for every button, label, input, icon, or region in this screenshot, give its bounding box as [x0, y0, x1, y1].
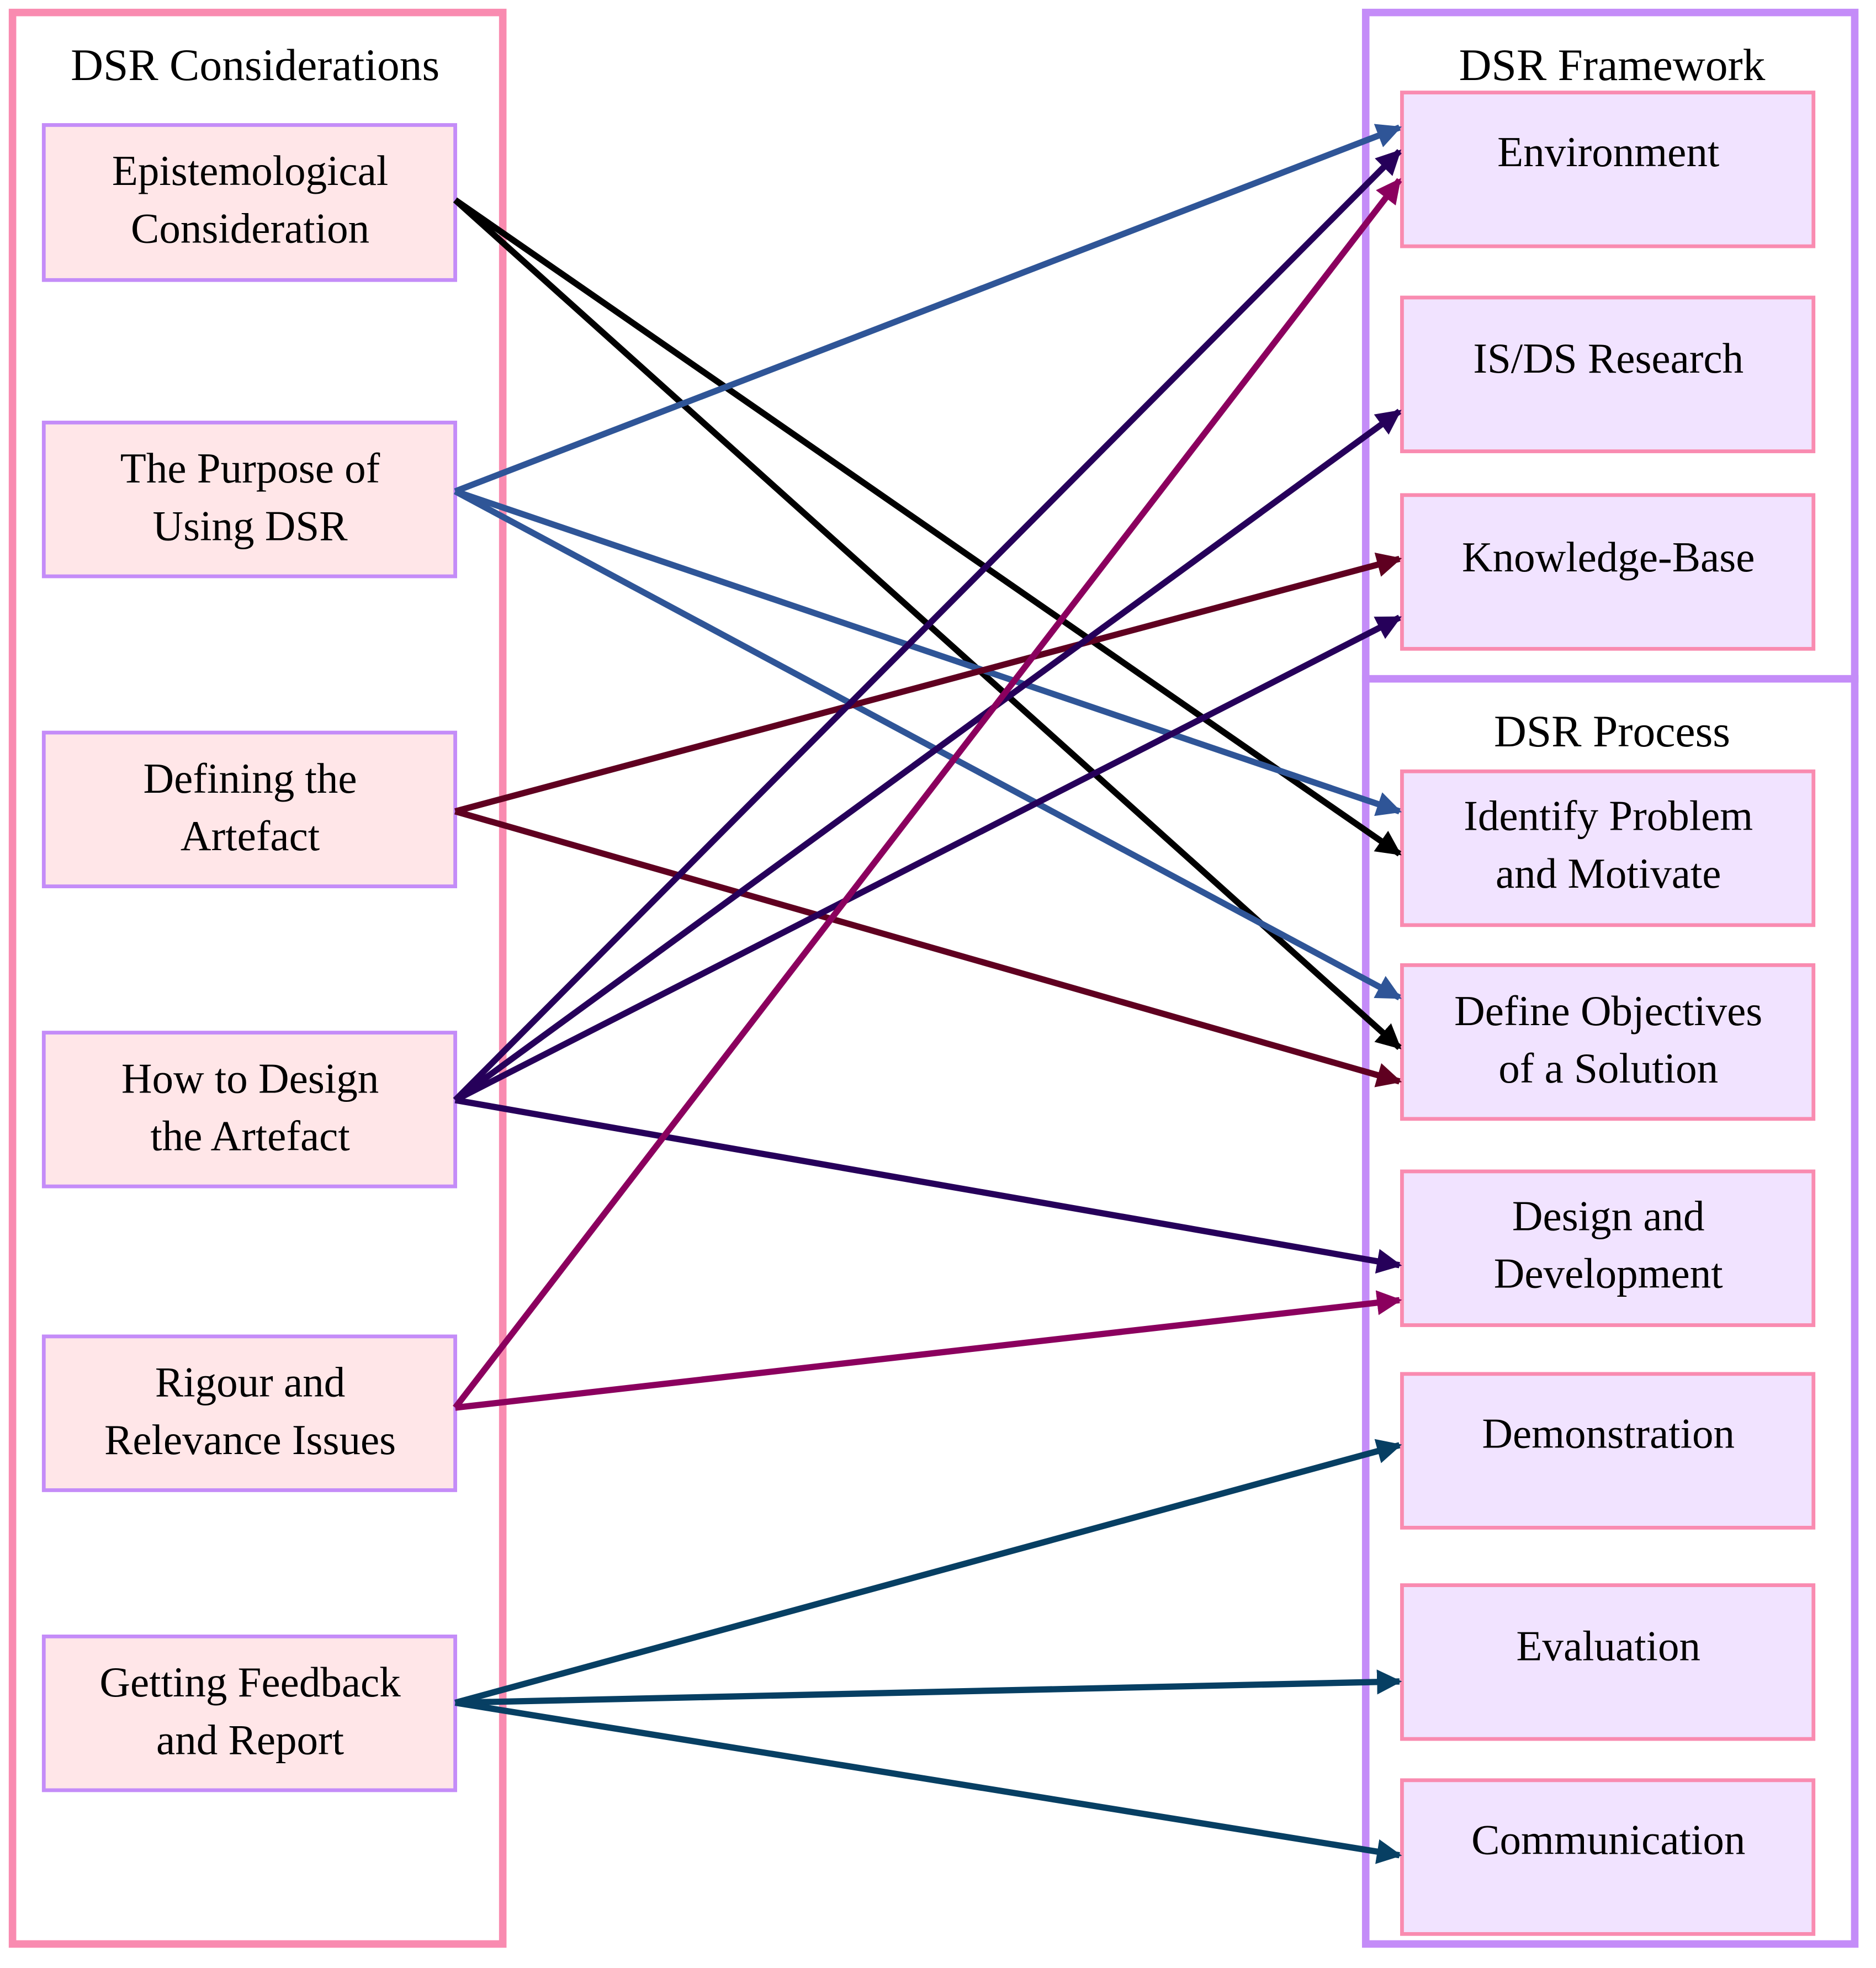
arrow-rigour-to-design: [454, 1290, 1402, 1411]
arrow-how-to-environment: [453, 149, 1402, 1102]
process-design-development[interactable]: Design and Development: [1400, 1169, 1816, 1327]
arrow-purpose-to-define: [453, 489, 1402, 1001]
item-label-line2: and Motivate: [1496, 850, 1721, 897]
process-evaluation[interactable]: Evaluation: [1400, 1583, 1816, 1741]
arrow-purpose-to-environment: [454, 124, 1402, 495]
item-label-line1: Design and: [1512, 1192, 1705, 1239]
arrow-defining-to-kb: [454, 552, 1402, 815]
connection-arrows: [453, 124, 1402, 1864]
item-label-line1: Rigour and: [155, 1359, 345, 1406]
item-label-line2: Relevance Issues: [104, 1416, 396, 1463]
framework-is-ds-research[interactable]: IS/DS Research: [1400, 295, 1816, 453]
arrow-epi-to-identify: [453, 197, 1402, 857]
item-label-line1: The Purpose of: [120, 444, 380, 492]
item-label: Communication: [1471, 1816, 1745, 1863]
dsr-process-title: DSR Process: [1494, 706, 1730, 756]
process-communication[interactable]: Communication: [1400, 1778, 1816, 1936]
consideration-rigour-relevance[interactable]: Rigour and Relevance Issues: [41, 1334, 457, 1492]
arrow-how-to-isds: [453, 409, 1402, 1103]
item-label-line2: Using DSR: [153, 502, 348, 549]
item-label-line1: Define Objectives: [1454, 987, 1762, 1035]
arrow-purpose-to-identify: [454, 488, 1402, 816]
dsr-considerations-title: DSR Considerations: [71, 40, 439, 90]
arrow-feedback-to-comm: [454, 1699, 1402, 1864]
consideration-purpose[interactable]: The Purpose of Using DSR: [41, 421, 457, 579]
item-label: Evaluation: [1516, 1622, 1700, 1669]
item-label-line1: How to Design: [121, 1054, 379, 1102]
arrow-feedback-to-demo: [454, 1439, 1402, 1706]
item-label-line1: Getting Feedback: [99, 1658, 401, 1706]
consideration-how-to-design[interactable]: How to Design the Artefact: [41, 1031, 457, 1189]
dsr-considerations-panel: [8, 8, 507, 1948]
process-define-objectives[interactable]: Define Objectives of a Solution: [1400, 963, 1816, 1121]
dsr-framework-title: DSR Framework: [1459, 40, 1766, 90]
arrow-how-to-design: [454, 1097, 1402, 1274]
item-label: Knowledge-Base: [1462, 533, 1755, 581]
item-label-line2: and Report: [156, 1716, 344, 1763]
item-label: Environment: [1497, 128, 1719, 176]
framework-knowledge-base[interactable]: Knowledge-Base: [1400, 493, 1816, 651]
arrow-rigour-to-environment: [453, 178, 1402, 1410]
arrow-feedback-to-eval: [455, 1669, 1402, 1706]
item-label-line1: Epistemological: [112, 147, 388, 194]
item-label-line1: Defining the: [144, 755, 357, 802]
arrow-defining-to-define: [454, 808, 1402, 1088]
item-label-line2: Development: [1494, 1250, 1723, 1297]
process-identify-problem[interactable]: Identify Problem and Motivate: [1400, 769, 1816, 927]
framework-environment[interactable]: Environment: [1400, 91, 1816, 248]
item-label: Demonstration: [1482, 1409, 1735, 1457]
item-label-line2: Artefact: [181, 812, 320, 860]
item-label-line2: Consideration: [131, 204, 369, 252]
consideration-feedback-report[interactable]: Getting Feedback and Report: [41, 1635, 457, 1792]
item-label-line2: of a Solution: [1498, 1044, 1718, 1092]
arrow-how-to-kb: [454, 614, 1402, 1103]
consideration-epistemological[interactable]: Epistemological Consideration: [41, 123, 457, 282]
item-label-line1: Identify Problem: [1464, 792, 1753, 840]
consideration-defining-artefact[interactable]: Defining the Artefact: [41, 730, 457, 889]
item-label: IS/DS Research: [1473, 335, 1743, 382]
item-label-line2: the Artefact: [150, 1112, 349, 1159]
process-demonstration[interactable]: Demonstration: [1400, 1372, 1816, 1530]
